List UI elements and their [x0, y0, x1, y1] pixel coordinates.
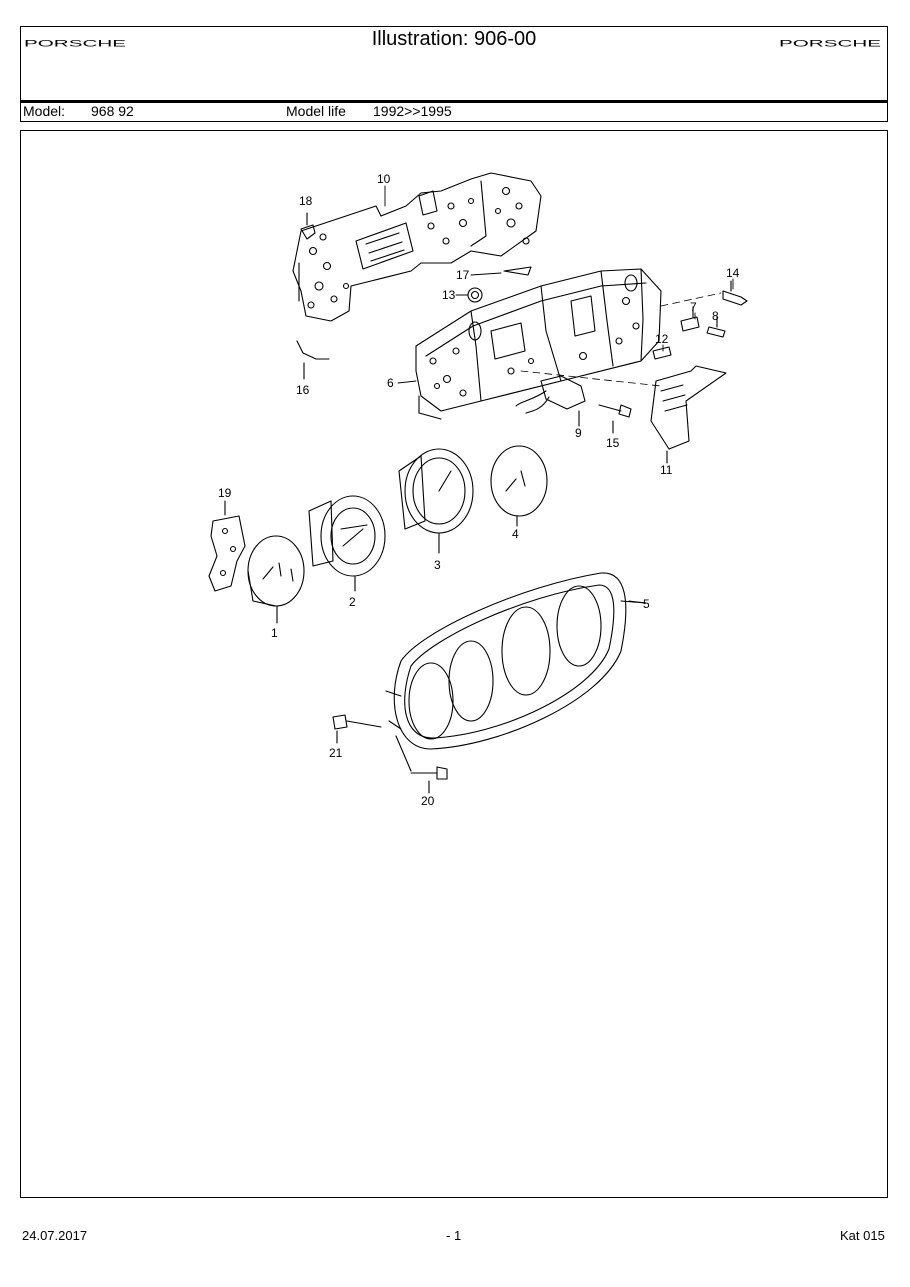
part-9-connector [515, 375, 586, 427]
callout-7: 7 [690, 300, 697, 314]
part-17-strip [503, 266, 532, 276]
callout-9: 9 [575, 426, 582, 440]
callout-1: 1 [271, 626, 278, 640]
part-14-bulb [722, 280, 748, 306]
part-20-bolt [395, 735, 448, 794]
callout-2: 2 [349, 595, 356, 609]
callout-5: 5 [643, 597, 650, 611]
part-5-cover-glass [385, 572, 647, 750]
callout-17: 17 [456, 268, 470, 282]
porsche-logo-right: PORSCHE [779, 39, 881, 47]
callout-3: 3 [434, 558, 441, 572]
header-box: PORSCHE Illustration: 906-00 PORSCHE Mod… [20, 26, 888, 122]
callout-8: 8 [712, 309, 719, 323]
part-2-gauge [308, 495, 386, 592]
part-12-lens [652, 346, 672, 360]
page-title: Illustration: 906-00 [371, 28, 537, 50]
callout-16: 16 [296, 383, 310, 397]
callout-10: 10 [377, 172, 391, 186]
alignment-lines [520, 292, 722, 387]
callout-11: 11 [660, 463, 673, 477]
callout-labels: 1 2 3 4 5 6 7 8 9 10 11 12 13 14 15 16 1… [218, 172, 740, 808]
footer-date: 24.07.2017 [22, 1228, 88, 1243]
callout-18: 18 [299, 194, 313, 208]
leader-lines [384, 185, 734, 604]
part-21-clip [332, 714, 382, 744]
part-10-circuit-plate [292, 172, 542, 322]
model-life-label: Model life [286, 103, 346, 119]
part-3-gauge [398, 448, 474, 554]
part-16-wire [296, 340, 330, 380]
part-7-holder [680, 306, 700, 332]
part-11-circuit-board [650, 365, 727, 464]
callout-4: 4 [512, 527, 519, 541]
footer-catalog: Kat 015 [840, 1228, 885, 1243]
part-15-screw [598, 404, 632, 434]
callout-20: 20 [421, 794, 435, 808]
brand-wordmark: PORSCHE [779, 39, 881, 47]
footer-page-number: - 1 [446, 1228, 462, 1243]
callout-6: 6 [387, 376, 394, 390]
model-life-value: 1992>>1995 [373, 103, 452, 119]
model-value: 968 92 [91, 103, 134, 119]
brand-wordmark: PORSCHE [24, 39, 126, 47]
part-18-clip [300, 212, 316, 240]
header-divider [21, 100, 887, 103]
porsche-logo-left: PORSCHE [24, 39, 126, 47]
illustration-frame: 1 2 3 4 5 6 7 8 9 10 11 12 13 14 15 16 1… [20, 130, 888, 1198]
part-19-gasket [208, 500, 246, 592]
callout-12: 12 [655, 332, 669, 346]
callout-21: 21 [329, 746, 343, 760]
model-label: Model: [23, 103, 66, 119]
callout-14: 14 [726, 266, 740, 280]
part-4-gauge [490, 445, 548, 527]
exploded-parts-diagram: 1 2 3 4 5 6 7 8 9 10 11 12 13 14 15 16 1… [208, 172, 748, 808]
callout-15: 15 [606, 436, 620, 450]
callout-13: 13 [442, 288, 456, 302]
part-6-instrument-housing [415, 268, 662, 420]
callout-19: 19 [218, 486, 232, 500]
part-1-gauge [247, 535, 305, 624]
